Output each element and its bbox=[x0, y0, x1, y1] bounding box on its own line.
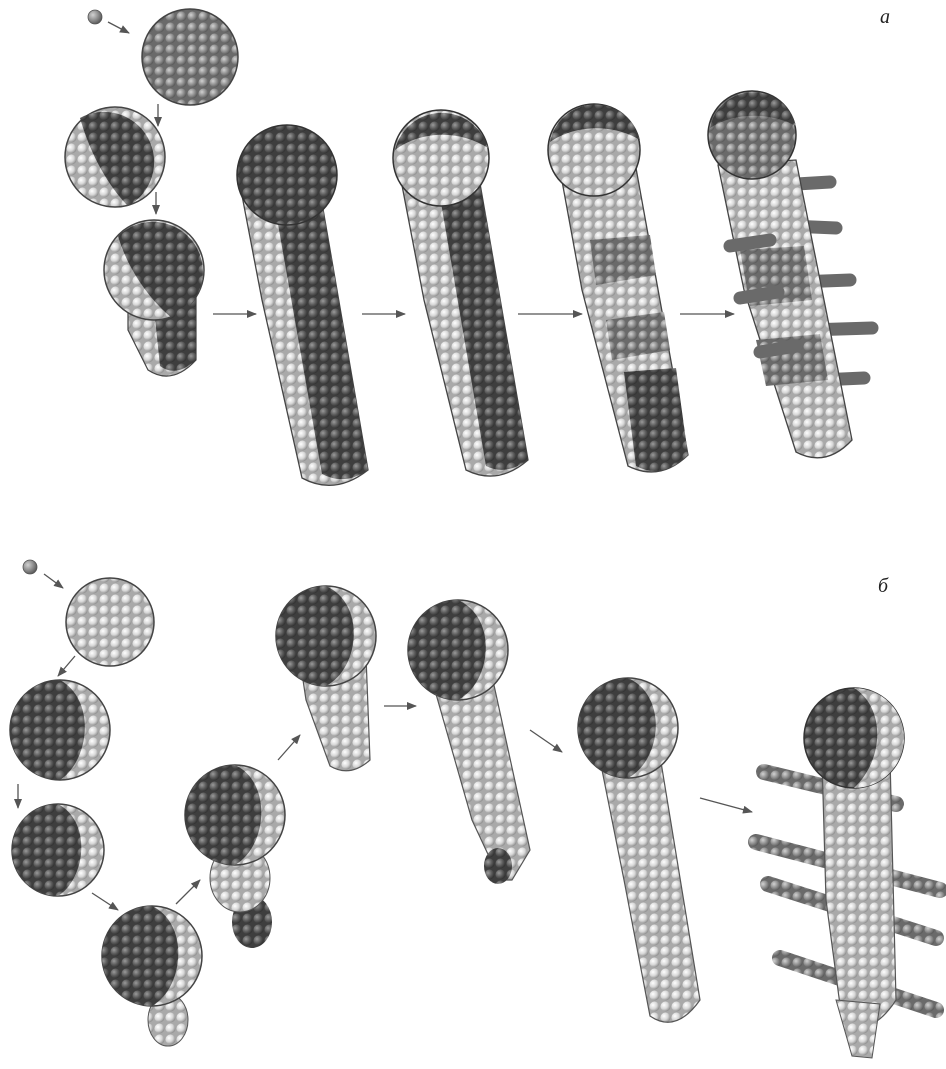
panel-a bbox=[65, 9, 872, 485]
arrow bbox=[58, 656, 75, 676]
seed-particle bbox=[88, 10, 102, 24]
arrow bbox=[530, 730, 562, 752]
dark-cap bbox=[10, 680, 85, 780]
dark-cap bbox=[185, 765, 261, 865]
dark-cap bbox=[12, 804, 81, 896]
arrow bbox=[108, 22, 129, 33]
arrow bbox=[44, 574, 63, 588]
cluster-sphere bbox=[142, 9, 238, 105]
panel-label-a: a bbox=[880, 6, 890, 29]
branch bbox=[730, 240, 770, 246]
cluster-sphere bbox=[66, 578, 154, 666]
dark-cap bbox=[578, 678, 656, 778]
branch bbox=[760, 346, 796, 352]
branched-rod bbox=[708, 91, 872, 458]
seed-particle bbox=[23, 560, 37, 574]
arrow bbox=[278, 735, 300, 760]
cap-sphere bbox=[237, 125, 337, 225]
dark-cap bbox=[408, 600, 486, 700]
arrow bbox=[92, 893, 118, 910]
dark-cap bbox=[276, 586, 354, 686]
branch bbox=[740, 292, 778, 298]
stem-bud bbox=[484, 848, 512, 884]
rod bbox=[600, 756, 700, 1022]
rod-tail bbox=[836, 1000, 880, 1058]
branched-rod bbox=[756, 688, 940, 1058]
panel-label-b: б bbox=[878, 575, 888, 598]
rod bbox=[718, 160, 852, 458]
arrow bbox=[176, 880, 200, 904]
rod bbox=[432, 676, 530, 880]
dark-cap bbox=[102, 906, 178, 1006]
panel-b bbox=[10, 560, 940, 1058]
rod bbox=[822, 758, 896, 1027]
arrow bbox=[700, 798, 752, 812]
